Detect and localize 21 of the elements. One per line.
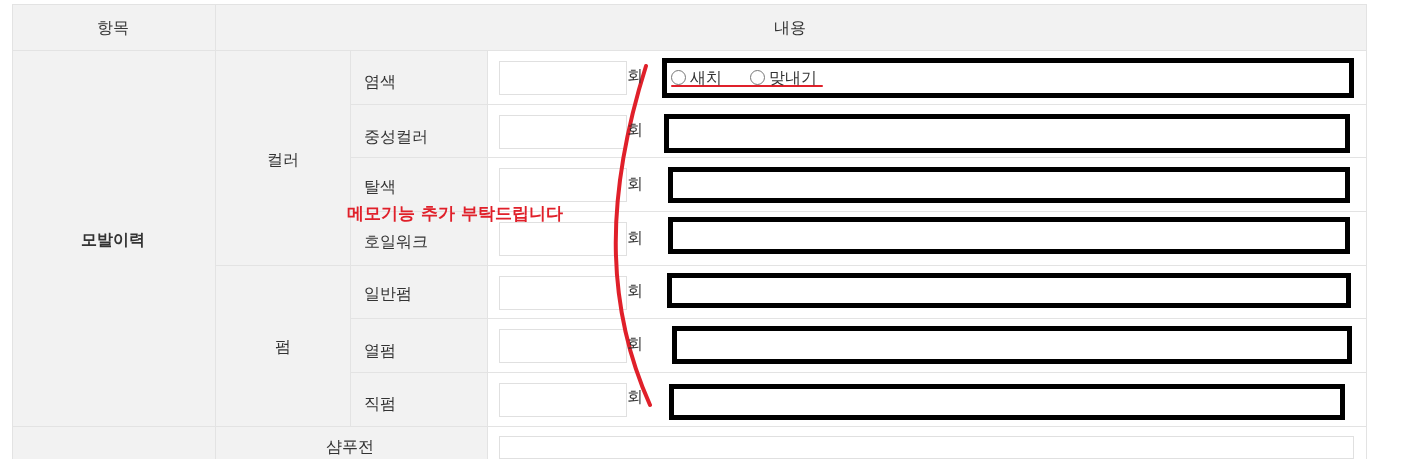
- row-label: 열펌: [364, 341, 396, 361]
- header-label: 내용: [774, 18, 806, 38]
- unit-label: 회: [627, 387, 643, 407]
- row-heading: 컬러: [267, 150, 299, 170]
- row-label: 호일워크: [364, 232, 428, 252]
- row-label: 탈색: [364, 177, 396, 197]
- unit-label: 회: [627, 228, 643, 248]
- unit-label: 회: [627, 174, 643, 194]
- header-label: 항목: [97, 18, 129, 38]
- row-label: 염색: [364, 72, 396, 92]
- row-heading: 펌: [275, 337, 291, 357]
- unit-label: 회: [627, 66, 643, 86]
- row-label: 일반펌: [364, 284, 412, 304]
- row-label: 샴푸전: [326, 437, 374, 457]
- memo-note: 메모기능 추가 부탁드립니다: [347, 203, 563, 223]
- radio-option: 맞내기: [769, 68, 817, 88]
- row-heading: 모발이력: [81, 230, 145, 250]
- row-label: 직펌: [364, 394, 396, 414]
- row-label: 중성컬러: [364, 127, 428, 147]
- radio-option: 새치: [690, 68, 722, 88]
- unit-label: 회: [627, 281, 643, 301]
